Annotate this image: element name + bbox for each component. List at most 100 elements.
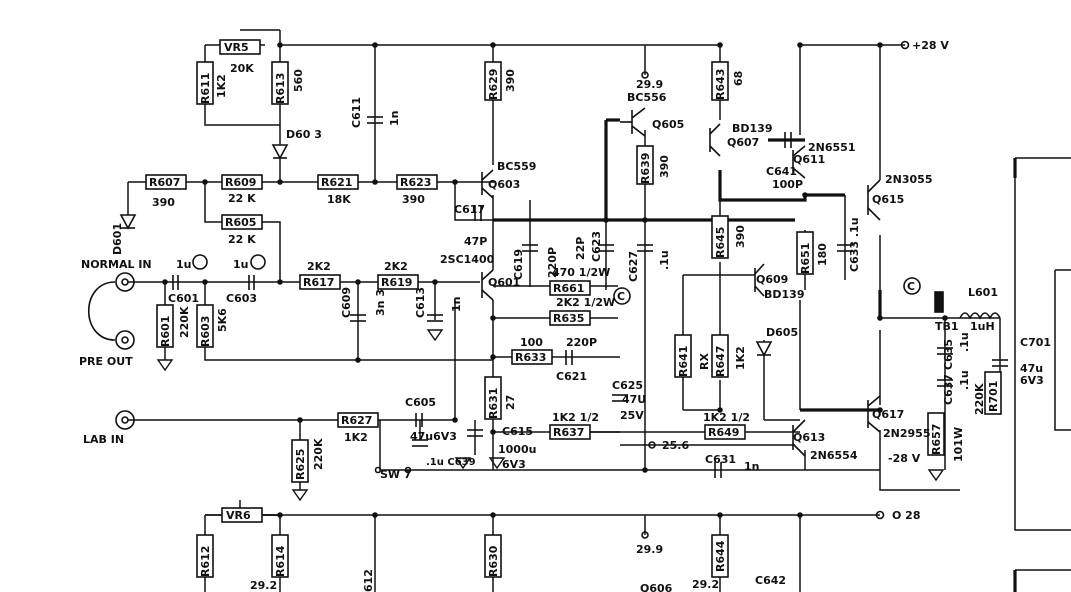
label-r631-val: 27 — [504, 395, 517, 410]
transistor-q611 — [792, 145, 806, 179]
resistor-r609 — [221, 174, 263, 190]
label-r619: R619 — [381, 276, 412, 289]
label-q613: Q613 — [793, 431, 825, 444]
label-r613-val: 560 — [292, 69, 305, 92]
label-v299-top: 29.9 — [636, 78, 663, 91]
label-r607: R607 — [149, 176, 180, 189]
label-plus28: +28 V — [912, 39, 949, 52]
label-c639: .1u C639 — [426, 457, 476, 468]
diode-d601 — [119, 214, 137, 230]
label-q601: Q601 — [488, 276, 520, 289]
transistor-q613 — [792, 419, 806, 457]
label-r657-val: 101W — [952, 427, 965, 462]
lab-in-jack — [115, 410, 135, 430]
label-q611-type: 2N6551 — [808, 141, 855, 154]
transistor-q605 — [620, 107, 646, 137]
label-c601: C601 — [168, 292, 199, 305]
label-q607: Q607 — [727, 136, 759, 149]
label-v292-b: 29.2 — [692, 578, 719, 591]
label-r639-val: 390 — [658, 155, 671, 178]
resistor-r619 — [377, 274, 419, 290]
label-r637: R637 — [553, 426, 584, 439]
label-bc556: BC556 — [627, 91, 667, 104]
resistor-vr5 — [219, 39, 261, 55]
label-c633: C633 .1u — [848, 217, 861, 272]
label-c625: C625 — [612, 379, 643, 392]
label-r649-val: 1K2 1/2 — [703, 411, 750, 424]
resistor-r611 — [196, 61, 214, 105]
label-d605: D605 — [766, 326, 798, 339]
label-r647: R647 — [714, 346, 727, 377]
label-r611-val: 1K2 — [215, 74, 228, 98]
label-c603: C603 — [226, 292, 257, 305]
label-tb1: TB1 — [935, 320, 959, 333]
label-q615-type: 2N3055 — [885, 173, 932, 186]
label-r623-val: 390 — [402, 193, 425, 206]
label-r621-val: 18K — [327, 193, 351, 206]
label-c611: C611 — [350, 97, 363, 128]
pre-out-jack — [115, 330, 135, 350]
label-r643-val: 68 — [732, 71, 745, 86]
label-c631: C631 — [705, 453, 736, 466]
label-circle-c-mid: C — [617, 290, 625, 303]
label-q611: Q611 — [793, 153, 825, 166]
label-r661: R661 — [553, 282, 584, 295]
resistor-r645 — [711, 215, 729, 259]
resistor-r661 — [549, 280, 591, 296]
resistor-r657 — [927, 412, 945, 456]
test-point-299-top — [641, 71, 649, 79]
resistor-r605 — [221, 214, 263, 230]
label-r637-val: 1K2 1/2 — [552, 411, 599, 424]
horizontal-resistors — [145, 39, 746, 523]
resistor-r701 — [984, 371, 1002, 415]
label-d601: D601 — [111, 223, 124, 255]
label-r644: R644 — [714, 540, 727, 572]
label-c631-val: 1n — [744, 460, 760, 473]
label-circle-c-out: C — [907, 280, 915, 293]
transistor-q607 — [709, 123, 721, 157]
label-c609: C609 — [340, 287, 353, 318]
label-q601-type: 2SC1400 — [440, 253, 495, 266]
label-c637-val: .1u — [958, 370, 971, 390]
label-r619-val: 2K2 — [384, 260, 408, 273]
label-c619-val: 220P — [546, 247, 559, 278]
connectors — [87, 40, 944, 539]
label-rx: RX — [698, 353, 711, 370]
sw7-contact-b — [404, 466, 412, 474]
label-pre-out: PRE OUT — [79, 355, 133, 368]
resistor-r643 — [711, 61, 729, 101]
label-r657: R657 — [930, 424, 943, 455]
resistor-r633 — [511, 349, 553, 365]
o28-terminal — [875, 510, 885, 520]
label-c701-v: 6V3 — [1020, 374, 1044, 387]
label-r651: R651 — [799, 243, 812, 274]
diodes — [119, 144, 773, 357]
resistor-r627 — [337, 412, 379, 428]
label-r603-val: 5K6 — [216, 308, 229, 332]
label-bd139-top: BD139 — [732, 122, 772, 135]
label-c701-val: 47u — [1020, 362, 1043, 375]
label-q613-type: 2N6554 — [810, 449, 858, 462]
label-d603: D60 3 — [286, 128, 322, 141]
label-q615: Q615 — [872, 193, 904, 206]
transistors — [481, 107, 881, 457]
label-r617-val: 2K2 — [307, 260, 331, 273]
resistor-r617 — [299, 274, 341, 290]
label-r621: R621 — [321, 176, 352, 189]
label-r629: R629 — [487, 69, 500, 100]
label-c635: C635 — [942, 339, 955, 370]
label-q603: Q603 — [488, 178, 520, 191]
label-q617: Q617 — [872, 408, 904, 421]
label-l601-val: 1uH — [970, 320, 995, 333]
label-c617-val: 47P — [464, 235, 487, 248]
label-vr5: VR5 — [224, 41, 249, 54]
component-labels: VR5 20K R611 1K2 R613 560 D60 3 C611 1n … — [79, 39, 1051, 592]
transistor-q609 — [754, 263, 765, 297]
resistor-r641 — [674, 334, 692, 378]
resistor-r637 — [549, 424, 591, 440]
plus-28v-terminal — [900, 40, 910, 50]
resistor-r651 — [796, 231, 814, 275]
label-r601: R601 — [159, 316, 172, 347]
label-sw7: SW 7 — [380, 468, 412, 481]
